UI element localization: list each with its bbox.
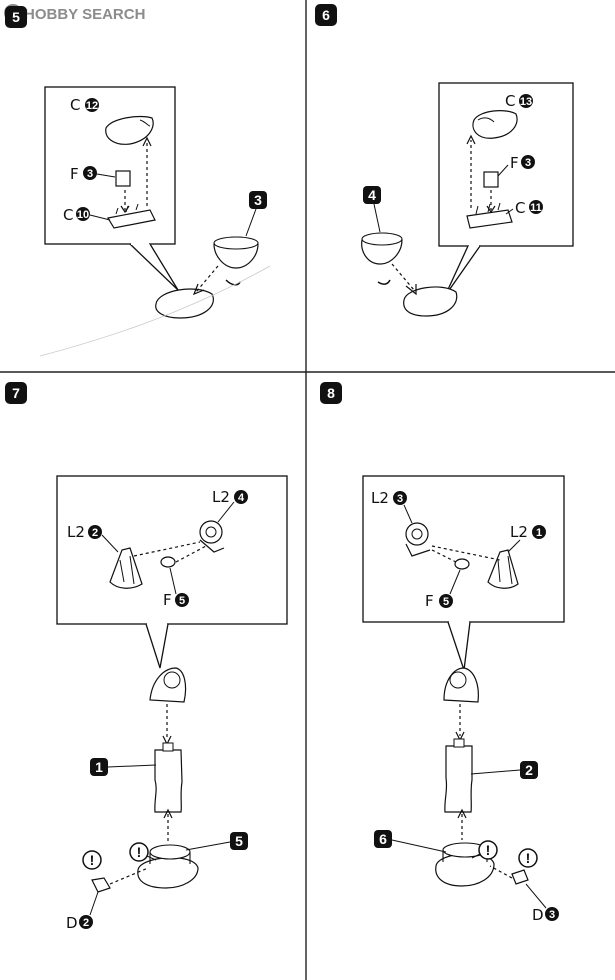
svg-text:3: 3 [87,168,93,180]
svg-text:4: 4 [368,187,376,203]
svg-text:F: F [163,591,172,609]
body-2-illustration [444,745,473,813]
small-block-illustration [115,170,131,187]
svg-text:L2: L2 [212,488,230,506]
shell-base-illustration [403,286,458,317]
svg-text:!: ! [90,852,95,868]
step-7-badge: 7 [5,382,27,404]
cloak-part-illustration [487,549,519,589]
part-label-d3: D 3 [525,883,559,924]
peg-d-illustration [91,877,111,893]
svg-text:3: 3 [397,493,403,505]
peg-d-illustration [511,869,529,885]
svg-text:11: 11 [530,202,542,214]
step-5-panel: 5 C 12 F 3 C 10 [5,6,271,357]
base-plate-illustration [466,209,513,229]
svg-text:!: ! [526,850,531,866]
step-7-inset-box [56,475,288,625]
part-label-c13: C 13 [505,92,533,110]
peg-part-illustration [454,558,470,570]
part-label-f5: F 5 [163,567,189,609]
svg-text:6: 6 [379,831,387,847]
svg-text:F: F [70,165,79,183]
part-badge-1: 1 [90,758,157,776]
part-label-d2: D 2 [66,891,99,932]
step-8-callout-pointer [447,621,471,671]
part-label-c10: C 10 [63,206,111,224]
step-8-number: 8 [327,385,335,401]
svg-text:C: C [505,92,515,110]
svg-text:L2: L2 [371,489,389,507]
part-label-l2-3: L2 3 [371,489,413,524]
caution-icon: ! [129,842,157,862]
small-block-illustration [483,171,499,188]
svg-text:4: 4 [238,492,245,504]
svg-text:L2: L2 [510,523,528,541]
part-label-l2-1: L2 1 [507,523,546,553]
step-8-panel: 8 L2 3 L2 1 F 5 [320,382,565,924]
caution-icon: ! [471,840,498,860]
svg-text:5: 5 [443,596,449,608]
svg-text:D: D [66,914,78,932]
svg-text:5: 5 [235,833,243,849]
svg-text:!: ! [486,842,491,858]
step-6-panel: 6 C 13 F 3 C 11 [315,4,574,317]
svg-text:1: 1 [536,527,542,539]
svg-text:C: C [63,206,73,224]
svg-text:3: 3 [254,192,262,208]
svg-text:2: 2 [92,527,98,539]
shell-part-illustration [105,115,154,145]
caution-icon: ! [82,850,102,870]
svg-text:3: 3 [549,909,555,921]
svg-text:1: 1 [95,759,103,775]
svg-text:3: 3 [525,157,531,169]
cloak-part-illustration [109,547,143,589]
svg-text:2: 2 [83,917,89,929]
step-6-badge: 6 [315,4,337,26]
step-8-badge: 8 [320,382,342,404]
svg-text:!: ! [137,844,142,860]
part-label-c11: C 11 [505,199,543,217]
svg-text:F: F [425,592,434,610]
step-5-callout-pointer [129,243,179,291]
part-label-l2-4: L2 4 [212,488,248,523]
peg-part-illustration [160,556,176,568]
svg-text:5: 5 [179,595,185,607]
svg-text:C: C [515,199,525,217]
svg-text:13: 13 [520,96,532,108]
step-6-number: 6 [322,7,330,23]
svg-text:12: 12 [86,100,98,112]
svg-text:10: 10 [77,209,89,221]
step-5-badge: 5 [5,6,27,28]
shell-base-illustration [155,288,214,319]
part-label-f5: F 5 [425,569,461,610]
body-1-illustration [154,749,183,813]
caution-icon: ! [518,848,538,868]
svg-text:F: F [510,154,519,172]
watermark-text: HOBBY SEARCH [24,6,145,23]
svg-text:2: 2 [525,762,533,778]
svg-text:C: C [70,96,80,114]
base-plate-illustration [107,209,156,229]
part-label-c12: C 12 [70,96,99,114]
part-badge-5: 5 [185,832,248,851]
step-7-panel: 7 L2 2 L2 4 F 5 [5,382,288,932]
step-5-number: 5 [12,9,20,25]
part-label-f3: F 3 [497,154,535,177]
part-badge-2: 2 [470,761,538,779]
svg-text:D: D [532,906,544,924]
part-label-l2-2: L2 2 [67,523,119,553]
part-label-f3: F 3 [70,165,116,183]
step-7-callout-pointer [145,623,169,669]
part-badge-3: 3 [245,191,267,237]
base-5-illustration [137,857,199,889]
svg-text:L2: L2 [67,523,85,541]
step-7-number: 7 [12,385,20,401]
part-badge-4: 4 [363,186,381,233]
part-badge-6: 6 [374,830,447,853]
